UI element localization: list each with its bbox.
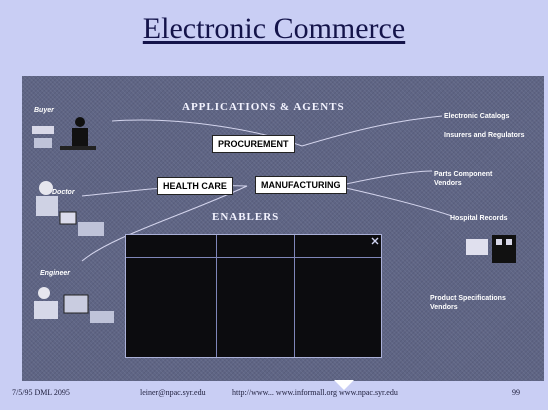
overlay-column-divider [294, 235, 295, 357]
hospital-records-label: Hospital Records [450, 215, 508, 222]
video-overlay [125, 234, 382, 358]
page-number: 99 [512, 388, 520, 397]
clinic-icon [466, 235, 516, 263]
slide-title: Electronic Commerce [142, 12, 406, 45]
manufacturer-label: Product Specifications Vendors [430, 295, 506, 311]
footer-url: http://www... www.informall.org www.npac… [232, 388, 398, 397]
doctor-label: Doctor [52, 189, 75, 196]
footer-date: 7/5/95 DML 2095 [12, 388, 70, 397]
overlay-divider [126, 257, 381, 258]
overlay-column-divider [216, 235, 217, 357]
parts-label: Parts Component Vendors [434, 171, 493, 187]
overlay-close-icon[interactable] [371, 237, 379, 245]
pointer-triangle-icon [334, 380, 354, 390]
engineer-label: Engineer [40, 270, 70, 277]
engineer-figure-icon [34, 287, 114, 323]
commerce-diagram: APPLICATIONS & AGENTS PROCUREMENT HEALTH… [22, 76, 544, 381]
health-care-box: HEALTH CARE [157, 177, 233, 195]
enablers-band-label: ENABLERS [212, 211, 280, 223]
procurement-box: PROCUREMENT [212, 135, 295, 153]
insurers-label: Insurers and Regulators [444, 132, 525, 139]
applications-band-label: APPLICATIONS & AGENTS [182, 101, 345, 113]
manufacturing-box: MANUFACTURING [255, 176, 347, 194]
footer-email: leiner@npac.syr.edu [140, 388, 206, 397]
doctor-figure-icon [36, 181, 104, 236]
catalogs-label: Electronic Catalogs [444, 113, 510, 120]
buyer-label: Buyer [34, 107, 54, 114]
buyer-figure-icon [32, 117, 96, 150]
